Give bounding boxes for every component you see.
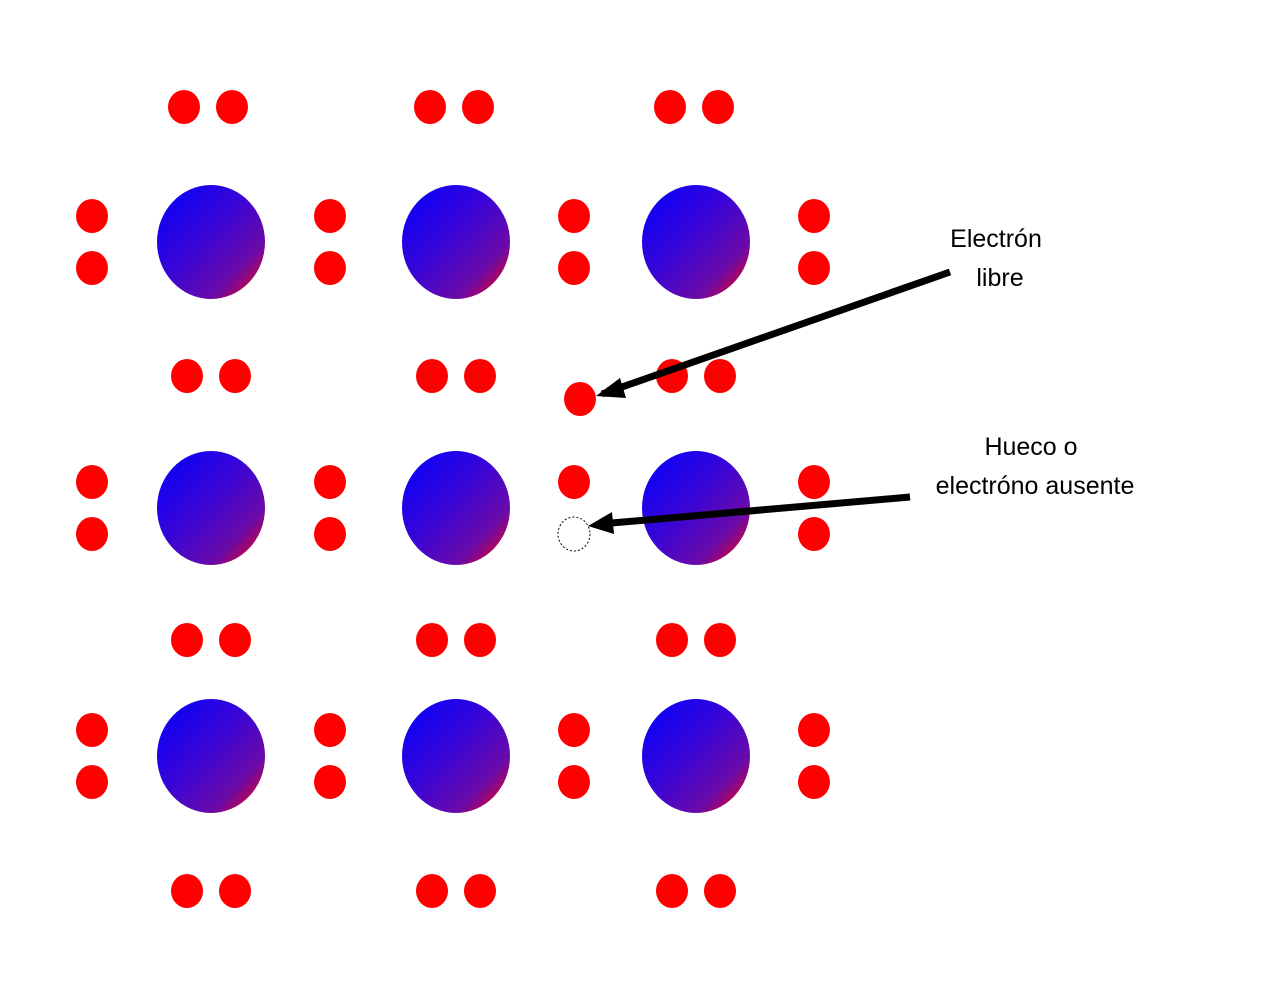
electron <box>798 713 830 747</box>
electron <box>558 465 590 499</box>
electron <box>704 874 736 908</box>
electron <box>76 465 108 499</box>
electron <box>76 517 108 551</box>
electron <box>464 874 496 908</box>
electron <box>416 623 448 657</box>
electron <box>798 251 830 285</box>
nucleus <box>642 451 750 565</box>
electrons-group <box>76 90 830 908</box>
electron <box>416 874 448 908</box>
electron <box>656 874 688 908</box>
electron <box>798 517 830 551</box>
nucleus <box>402 699 510 813</box>
electron <box>171 623 203 657</box>
electron <box>216 90 248 124</box>
electron <box>414 90 446 124</box>
nuclei-group <box>157 185 750 813</box>
hole-arrowhead <box>588 512 614 534</box>
nucleus <box>157 699 265 813</box>
electron <box>314 465 346 499</box>
free-electron <box>564 382 596 416</box>
electron <box>464 359 496 393</box>
free-electron-label-line1: Electrón <box>950 225 1042 253</box>
hole-arrow <box>599 493 911 528</box>
electron <box>702 90 734 124</box>
electron <box>314 713 346 747</box>
electron <box>704 359 736 393</box>
electron <box>314 765 346 799</box>
hole-label-line2: electróno ausente <box>936 472 1135 500</box>
free-electron-arrow <box>600 268 952 398</box>
electron <box>654 90 686 124</box>
electron <box>462 90 494 124</box>
electron <box>558 713 590 747</box>
nucleus <box>642 185 750 299</box>
electron <box>656 623 688 657</box>
electron <box>314 517 346 551</box>
electron <box>171 359 203 393</box>
electron <box>76 199 108 233</box>
electron <box>219 623 251 657</box>
electron <box>464 623 496 657</box>
nucleus <box>157 185 265 299</box>
electron <box>416 359 448 393</box>
electron <box>704 623 736 657</box>
hole-label-line1: Hueco o <box>984 433 1077 461</box>
free-electron-arrowhead <box>596 378 626 398</box>
electron <box>558 765 590 799</box>
electron <box>314 199 346 233</box>
electron <box>219 874 251 908</box>
electron <box>798 465 830 499</box>
nucleus <box>642 699 750 813</box>
electron-hole <box>557 516 591 552</box>
electron <box>219 359 251 393</box>
electron <box>171 874 203 908</box>
nucleus <box>402 185 510 299</box>
electron <box>76 765 108 799</box>
electron <box>798 199 830 233</box>
electron <box>168 90 200 124</box>
free-electron-label-line2: libre <box>976 264 1023 292</box>
electron <box>798 765 830 799</box>
electron <box>558 251 590 285</box>
electron <box>314 251 346 285</box>
nucleus <box>402 451 510 565</box>
nucleus <box>157 451 265 565</box>
electron <box>76 713 108 747</box>
electron <box>558 199 590 233</box>
electron <box>76 251 108 285</box>
